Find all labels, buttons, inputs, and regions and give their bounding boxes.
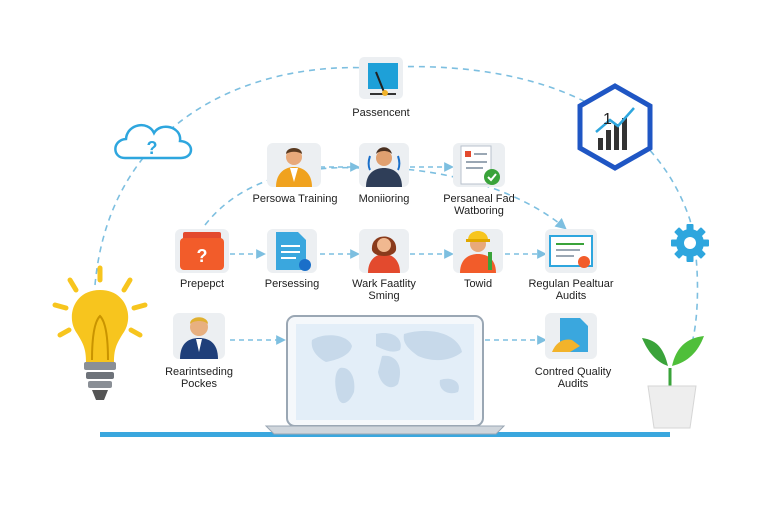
hexagon-number: 1 — [603, 111, 612, 128]
label-regulan: Regulan Pealtuar Audits — [516, 278, 626, 302]
label-rearintseding: Rearintseding Pockes — [146, 366, 252, 390]
label-work-facility-line2: Sming — [368, 290, 400, 302]
plant-pot-icon — [642, 336, 704, 429]
lightbulb-icon — [52, 265, 148, 400]
drawing-board-icon — [359, 57, 403, 99]
label-rearintseding-line1: Rearintseding — [165, 366, 233, 378]
document-icon — [267, 229, 317, 273]
businessman-icon — [267, 143, 321, 187]
person-headset-icon — [359, 143, 409, 187]
label-towid: Towid — [463, 278, 493, 290]
label-persona-training: Persowa Training — [252, 193, 338, 205]
inner-dashed-arc — [204, 166, 567, 230]
certificate-icon — [545, 229, 597, 273]
label-regulan-line2: Audits — [555, 290, 587, 302]
briefcase-question-icon: ? — [175, 229, 229, 273]
svg-text:?: ? — [197, 246, 208, 266]
growth-chart-hexagon-icon: 1 — [577, 83, 653, 171]
label-top: Passencent — [352, 107, 410, 119]
svg-text:?: ? — [147, 138, 158, 158]
label-personeal-line2: Watboring — [454, 205, 504, 217]
woman-icon — [359, 229, 409, 273]
construction-worker-icon — [453, 229, 503, 273]
label-rearintseding-line2: Pockes — [180, 378, 218, 390]
hand-document-icon — [545, 313, 597, 359]
label-persessing: Persessing — [264, 278, 320, 290]
label-work-facility-line1: Wark Faatlity — [352, 278, 416, 290]
label-work-facility: Wark Faatlity Sming — [334, 278, 434, 302]
gear-icon — [671, 224, 709, 262]
label-regulan-line1: Regulan Pealtuar — [528, 278, 614, 290]
label-contred: Contred Quality Audits — [518, 366, 628, 390]
label-personeal: Persaneal Fad Watboring — [426, 193, 532, 217]
label-personeal-line1: Persaneal Fad — [443, 193, 515, 205]
label-monitoring: Moniioring — [358, 193, 410, 205]
cloud-question-icon: ? — [114, 123, 193, 160]
label-contred-line2: Audits — [557, 378, 589, 390]
checklist-icon — [453, 143, 505, 187]
manager-icon — [173, 313, 225, 359]
label-contred-line1: Contred Quality — [534, 366, 612, 378]
label-prepepct: Prepepct — [179, 278, 225, 290]
laptop-world-map-icon — [264, 315, 506, 435]
